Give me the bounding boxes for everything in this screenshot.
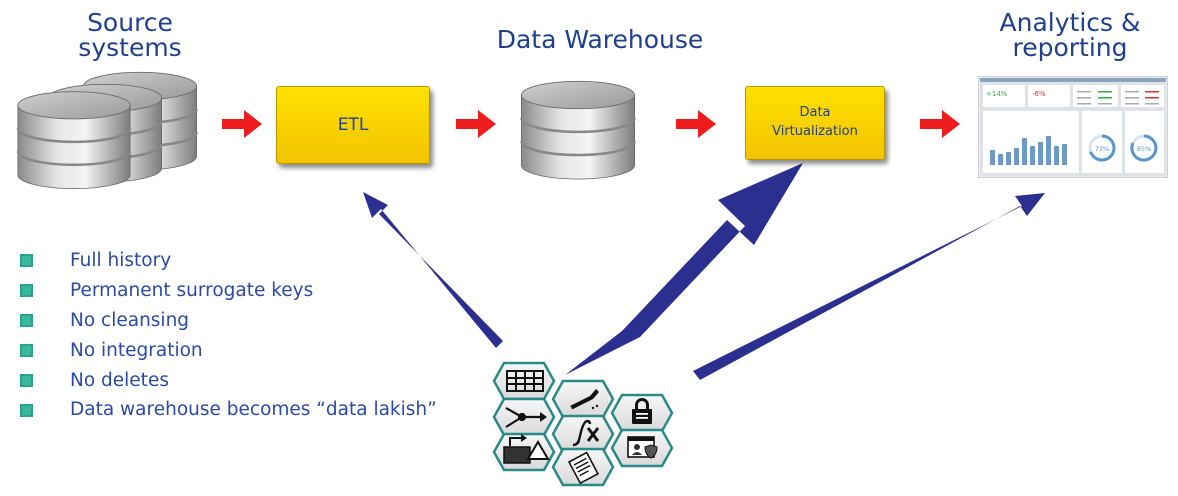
cleanse-icon xyxy=(570,389,599,410)
arrow-source-to-etl xyxy=(222,110,262,138)
warehouse-database-icon xyxy=(519,79,637,181)
etl-box: ETL xyxy=(276,86,430,164)
arrow-to-dv-large xyxy=(565,163,803,375)
arrow-etl-to-dw xyxy=(456,110,496,138)
arrow-dv-to-analytics xyxy=(920,110,960,138)
secure-user-icon xyxy=(627,436,658,459)
data-virtualization-box: Data Virtualization xyxy=(745,86,885,160)
bullet-item: No integration xyxy=(20,336,480,366)
hex-cleanse xyxy=(551,379,615,419)
gauge-1: 73% xyxy=(1095,145,1109,153)
kpi-positive: +14% xyxy=(986,90,1008,98)
dashboard-thumbnail: +14% -6% 73% 85% xyxy=(978,76,1168,178)
bullet-square-icon xyxy=(20,254,33,267)
bullet-item: Data warehouse becomes “data lakish” xyxy=(20,396,490,423)
kpi-negative: -6% xyxy=(1032,90,1046,98)
gauge-2: 85% xyxy=(1137,145,1151,153)
source-database-icon xyxy=(16,70,198,190)
bullet-square-icon xyxy=(20,404,33,417)
bullet-item: Permanent surrogate keys xyxy=(20,276,480,306)
navy-arrows xyxy=(363,163,1045,380)
bullet-square-icon xyxy=(20,284,33,297)
flow-arrows xyxy=(222,110,960,138)
bullet-square-icon xyxy=(20,374,33,387)
function-icon xyxy=(572,419,600,447)
document-icon xyxy=(567,451,600,485)
bullet-item: No deletes xyxy=(20,366,480,396)
data-warehouse-label: Data Warehouse xyxy=(496,25,704,54)
hex-function xyxy=(551,414,615,454)
bullet-square-icon xyxy=(20,344,33,357)
bullet-square-icon xyxy=(20,314,33,327)
bullet-item: Full history xyxy=(20,246,480,276)
arrow-to-analytics xyxy=(693,193,1045,380)
bullet-item: No cleansing xyxy=(20,306,480,336)
merge-icon xyxy=(505,407,547,428)
move-shape-icon xyxy=(503,434,550,464)
analytics-reporting-label: Analytics & reporting xyxy=(999,8,1141,62)
arrow-to-etl xyxy=(363,192,503,348)
lock-icon xyxy=(632,398,652,424)
source-systems-label: Source systems xyxy=(78,8,182,62)
arrow-dw-to-dv xyxy=(676,110,716,138)
feature-bullet-list: Full history Permanent surrogate keys No… xyxy=(20,246,480,423)
table-icon xyxy=(506,370,544,392)
